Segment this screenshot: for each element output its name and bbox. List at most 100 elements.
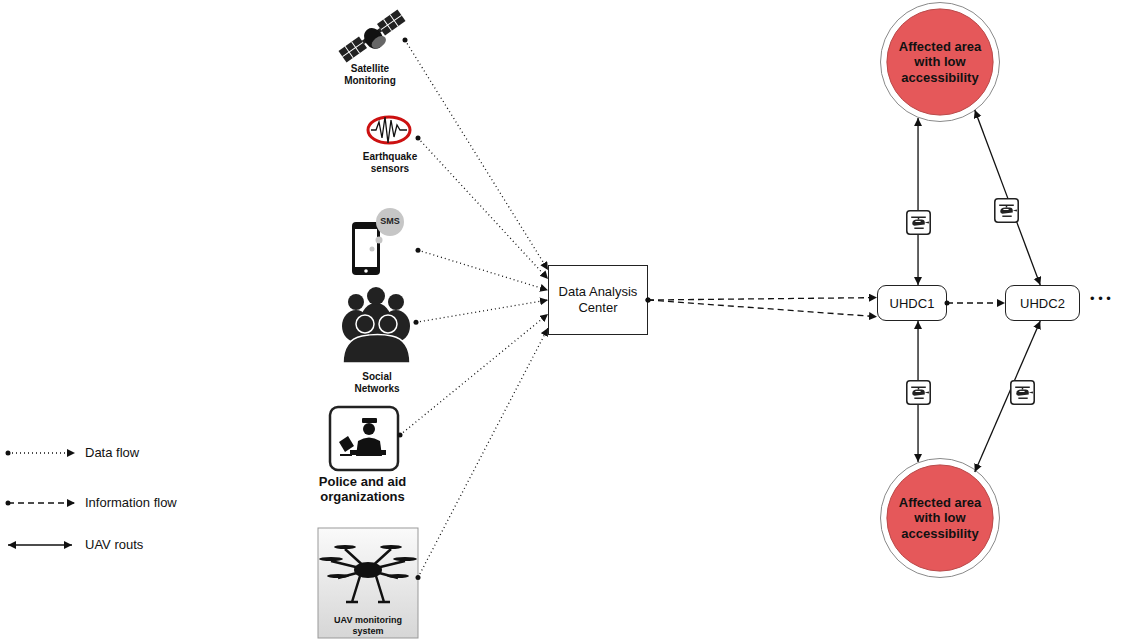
connector-line: [405, 40, 548, 270]
legend-dashed-line: [8, 502, 75, 503]
uav-route-arrow: [918, 118, 919, 285]
connector-line: [418, 328, 548, 578]
uav-route-icon: [907, 211, 930, 234]
person-body: [343, 335, 410, 364]
box-text: UHDC1: [890, 296, 935, 311]
connector-line: [648, 298, 877, 300]
area-circle: Affected area with low accessibility: [880, 2, 1000, 122]
bubble-text: SMS: [376, 216, 404, 226]
satellite-dish: [369, 34, 388, 51]
source-node: Earthquake sensors: [362, 112, 418, 174]
connector-line: [975, 321, 1040, 472]
uav-route-icon: [907, 381, 930, 404]
connector-line: [917, 118, 918, 285]
police-head: [363, 423, 375, 435]
police-papers: [339, 436, 354, 452]
person-head: [379, 315, 397, 333]
person-head: [348, 294, 364, 310]
drone-arm: [331, 549, 405, 578]
seismic-wave: [371, 117, 407, 143]
people-icon: [342, 287, 410, 363]
legend-text: UAV routs: [85, 537, 143, 552]
source-label: Social Networks: [342, 371, 412, 394]
source-node: Police and aid organizations: [322, 405, 402, 505]
area-circle: Affected area with low accessibility: [880, 458, 1000, 578]
legend-samples: [6, 451, 76, 546]
hub-box: UHDC2: [1005, 285, 1080, 321]
rotor: [319, 557, 343, 561]
drone-legs: [346, 576, 390, 602]
data-flow-arrow: [403, 38, 549, 270]
source-label: Earthquake sensors: [357, 151, 423, 174]
source-node: UAV monitoring system: [318, 528, 418, 638]
legend-text: Data flow: [85, 445, 139, 460]
uav-route-icon: [995, 199, 1018, 222]
police-icon: [330, 407, 398, 470]
information-flow-arrow: [646, 298, 878, 317]
photo-frame: [318, 528, 418, 638]
circle-fill: [887, 9, 993, 115]
person-head: [367, 287, 385, 305]
hub-box: UHDC1: [877, 285, 947, 321]
phone-icon: [352, 208, 404, 275]
uav-route-arrow: [975, 321, 1040, 472]
data-flow-arrow: [398, 314, 549, 438]
phone-body: [352, 222, 380, 275]
speech-bubble: [376, 208, 404, 236]
process-box: Data Analysis Center: [548, 265, 648, 335]
legend-double-arrow: [8, 544, 72, 545]
bubble-dot: [376, 237, 383, 244]
rotor: [387, 574, 409, 578]
connector-line: [400, 314, 548, 435]
uav-route-arrow: [918, 321, 919, 462]
connector-line: [947, 302, 1005, 303]
police-frame: [330, 407, 398, 470]
rotor: [380, 545, 402, 549]
connector-start-dot: [414, 320, 419, 325]
connector-line: [648, 300, 877, 317]
rotor: [334, 545, 356, 549]
circle-text: Affected area with low accessibility: [894, 495, 986, 542]
source-label: UAV monitoring system: [318, 615, 418, 636]
source-label: Police and aid organizations: [300, 475, 425, 505]
person-head: [356, 315, 374, 333]
rotor: [327, 574, 349, 578]
bubble-dot: [370, 247, 375, 252]
rotor: [393, 557, 417, 561]
circle-fill: [887, 465, 993, 571]
panel-grid: [338, 10, 405, 63]
box-text: UHDC2: [1020, 296, 1065, 311]
drone-body: [354, 562, 382, 578]
uav-route-icon: [1011, 381, 1034, 404]
connector-line: [418, 138, 548, 279]
police-desk-line: [340, 454, 352, 456]
data-flow-arrow: [416, 328, 549, 580]
connector-start-dot: [416, 575, 421, 580]
satellite-body: [360, 24, 387, 52]
earthquake-sensor-icon: [368, 117, 410, 143]
source-label: Satellite Monitoring: [330, 63, 410, 86]
uav-photo: [318, 528, 418, 638]
source-node: Satellite Monitoring: [335, 0, 405, 88]
connector-line: [917, 321, 918, 462]
phone-button: [364, 269, 368, 273]
connector-start-dot: [403, 38, 408, 43]
information-flow-arrow: [945, 301, 1006, 306]
legend-text: Information flow: [85, 495, 177, 510]
circle-text: Affected area with low accessibility: [894, 39, 986, 86]
source-node: SMS: [348, 208, 418, 276]
data-flow-arrow: [414, 300, 549, 325]
phone-screen: [355, 229, 377, 267]
data-flow-arrow: [416, 248, 549, 291]
connector-start-dot: [416, 136, 421, 141]
person-head: [388, 294, 404, 310]
source-node: Social Networks: [338, 287, 416, 394]
data-flow-arrow: [416, 136, 549, 279]
connector-line: [418, 250, 548, 290]
connector-start-dot: [398, 433, 403, 438]
drone-rotors: [319, 545, 417, 578]
continuation-dots: • • •: [1090, 291, 1111, 306]
information-flow-arrow: [646, 298, 878, 303]
police-desk: [350, 450, 386, 455]
